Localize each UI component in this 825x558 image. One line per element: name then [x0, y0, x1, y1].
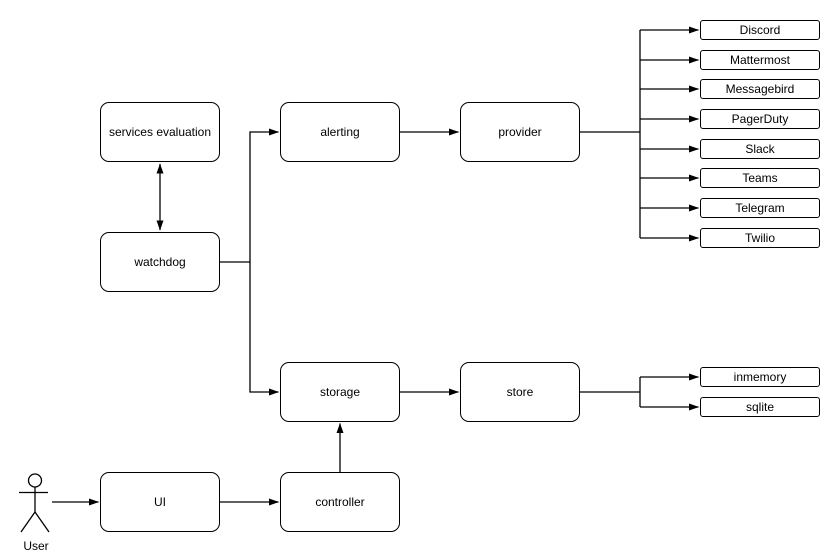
- node-services-evaluation: services evaluation: [100, 102, 220, 162]
- node-pagerduty: PagerDuty: [700, 109, 820, 129]
- user-actor-icon: [19, 473, 50, 533]
- node-twilio: Twilio: [700, 228, 820, 248]
- node-inmemory: inmemory: [700, 367, 820, 387]
- node-slack: Slack: [700, 139, 820, 159]
- node-store: store: [460, 362, 580, 422]
- edge-watchdog-alerting: [220, 128, 279, 263]
- node-provider: provider: [460, 102, 580, 162]
- edge-watchdog-storage: [249, 262, 279, 396]
- user-actor-label: User: [23, 539, 49, 553]
- node-alerting: alerting: [280, 102, 400, 162]
- node-storage: storage: [280, 362, 400, 422]
- node-ui: UI: [100, 472, 220, 532]
- node-discord: Discord: [700, 20, 820, 40]
- node-watchdog: watchdog: [100, 232, 220, 292]
- node-telegram: Telegram: [700, 198, 820, 218]
- node-messagebird: Messagebird: [700, 79, 820, 99]
- node-sqlite: sqlite: [700, 397, 820, 417]
- node-mattermost: Mattermost: [700, 50, 820, 70]
- node-teams: Teams: [700, 168, 820, 188]
- node-controller: controller: [280, 472, 400, 532]
